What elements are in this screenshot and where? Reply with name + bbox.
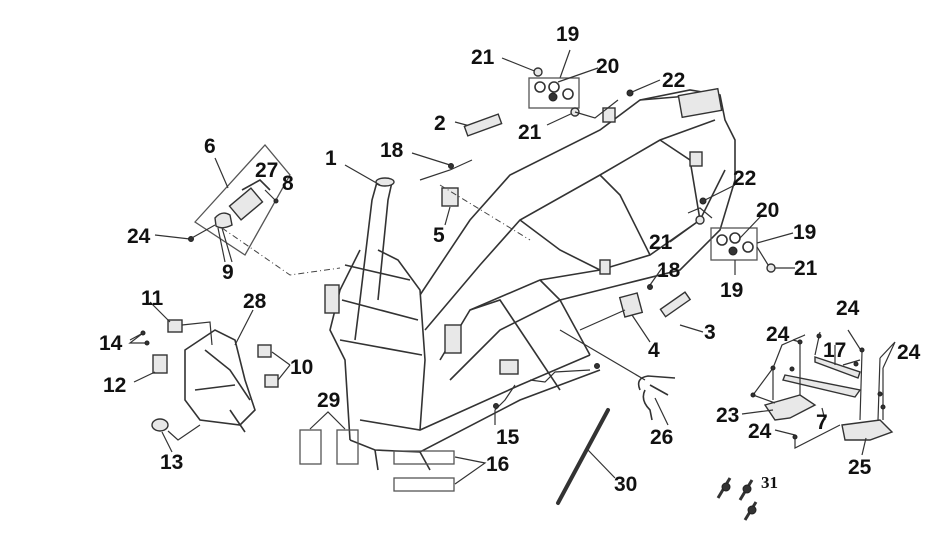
callout-27: 27 [255,159,279,182]
callout-28: 28 [243,290,267,313]
callout-24-mid: 24 [766,323,790,346]
callout-9: 9 [222,261,234,284]
callout-7: 7 [816,411,828,434]
callout-5: 5 [433,224,445,247]
callout-31: 31 [761,473,778,492]
callout-23: 23 [716,404,740,427]
callout-20-right: 20 [756,199,780,222]
part-group-6 [154,144,341,276]
callout-24-bottom: 24 [748,420,772,443]
callout-10: 10 [290,356,314,379]
callout-11: 11 [141,287,164,310]
callout-16: 16 [486,453,510,476]
callout-3: 3 [704,321,716,344]
callout-24-top: 24 [836,297,860,320]
callout-29: 29 [317,389,341,412]
callout-26: 26 [650,426,674,449]
callout-25: 25 [848,456,872,479]
callout-19-below: 19 [720,279,744,302]
callout-21-right: 21 [794,257,818,280]
callout-14: 14 [99,332,123,355]
callout-21-top: 21 [471,46,495,69]
callout-12: 12 [103,374,127,397]
callout-24-left: 24 [127,225,151,248]
callout-6: 6 [204,135,216,158]
screw-set-31 [716,477,758,521]
part-group-misc [299,408,758,521]
callout-18-upper: 18 [380,139,404,162]
callout-22-right: 22 [733,167,757,190]
callout-13: 13 [160,451,184,474]
callout-18-lower: 18 [657,259,681,282]
callout-24-right: 24 [897,341,921,364]
callout-19-upper: 19 [556,23,580,46]
callout-30: 30 [614,473,638,496]
callout-21-left: 21 [649,231,673,254]
callout-22-upper: 22 [662,69,686,92]
callout-2: 2 [434,112,446,135]
callout-21-mid: 21 [518,121,542,144]
callout-1: 1 [325,147,337,170]
callout-15: 15 [496,426,520,449]
callout-17: 17 [823,339,847,362]
part-group-floor [741,329,896,456]
part-group-bracket [128,301,291,453]
callout-4: 4 [648,339,660,362]
callout-20-upper: 20 [596,55,620,78]
callout-19-right: 19 [793,221,817,244]
callout-8: 8 [282,172,294,195]
main-frame [324,87,736,471]
leader-lines [344,49,795,426]
